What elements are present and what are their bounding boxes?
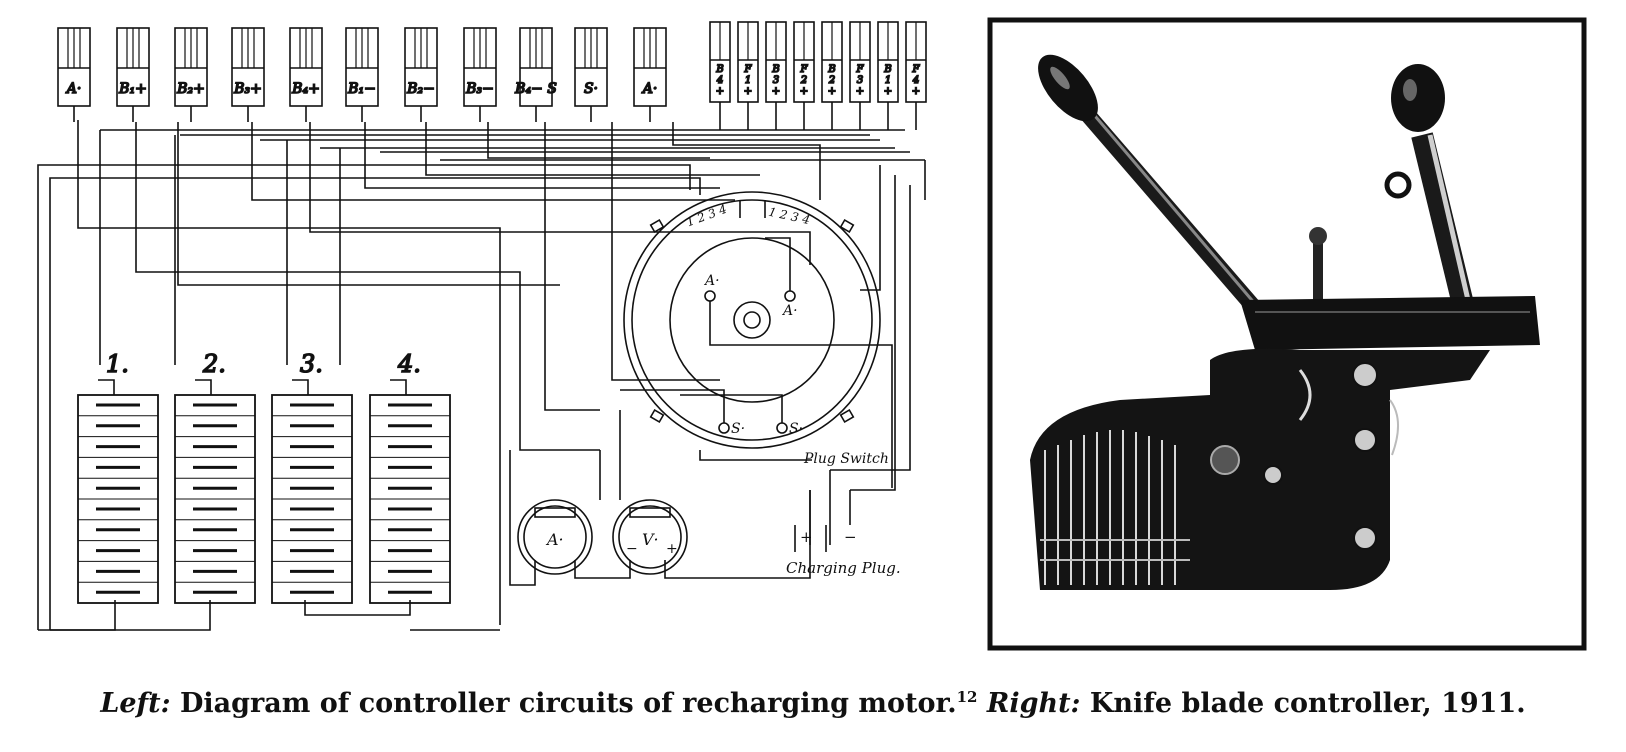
battery-2: 2. — [174, 349, 256, 604]
battery-1: 1. — [77, 349, 159, 604]
narrow-terminal: B1+ — [877, 21, 899, 130]
meters — [509, 410, 811, 586]
narrow-terminal-label: B — [827, 64, 835, 75]
narrow-terminal: F4+ — [905, 21, 927, 130]
battery-label: 1. — [106, 350, 129, 378]
narrow-terminal-label: + — [884, 86, 892, 97]
voltmeter-minus: − — [626, 541, 638, 557]
battery-label: 4. — [397, 350, 421, 378]
ammeter-label: A· — [545, 530, 564, 549]
terminal-B1m: B₁− — [345, 27, 379, 122]
terminal-B2p: B₂+ — [174, 27, 208, 122]
knife-blade-controller-drawing — [1030, 54, 1540, 590]
caption-reference: 12 — [956, 688, 978, 706]
terminal-B3m: B₃− — [463, 27, 497, 122]
narrow-terminal-label: + — [772, 86, 780, 97]
armature-right-label: A· — [781, 303, 798, 319]
terminal-A: A· — [57, 27, 91, 122]
terminal-B4m: B₄− S — [513, 27, 558, 122]
terminal-A2: A· — [633, 27, 667, 122]
narrow-terminal: F1+ — [737, 21, 759, 130]
terminal-label: B₄+ — [291, 81, 320, 97]
narrow-terminal-label: + — [828, 86, 836, 97]
terminal-B2m: B₂− — [404, 27, 438, 122]
plug-plus-label: + — [800, 528, 813, 546]
narrow-terminal-label: 1 — [745, 75, 751, 86]
narrow-terminal-label: + — [716, 86, 724, 97]
controller-switch — [620, 191, 893, 488]
figure-caption: Left: Diagram of controller circuits of … — [0, 688, 1626, 719]
bus-wiring — [37, 120, 926, 630]
battery-4: 4. — [369, 349, 451, 604]
narrow-terminal-label: 2 — [828, 75, 835, 86]
terminal-label: B₂− — [406, 81, 435, 97]
narrow-terminal-label: 3 — [773, 75, 779, 86]
narrow-terminal-label: 1 — [885, 75, 891, 86]
voltmeter-label: V· — [642, 530, 659, 549]
narrow-terminal-label: F — [856, 64, 865, 75]
controller-photo — [987, 17, 1587, 651]
narrow-terminal-label: B — [771, 64, 779, 75]
narrow-terminal-label: B — [883, 64, 891, 75]
battery-label: 3. — [300, 350, 323, 378]
narrow-terminal: B3+ — [765, 21, 787, 130]
narrow-terminal-label: + — [744, 86, 752, 97]
terminal-label: B₂+ — [176, 81, 205, 97]
narrow-terminal-label: + — [856, 86, 864, 97]
narrow-terminal-label: 4 — [912, 75, 919, 86]
terminal-S: S· — [574, 27, 608, 122]
caption-right-text: Knife blade controller, 1911. — [1080, 688, 1526, 719]
charging-plug-label: Charging Plug. — [786, 559, 901, 577]
switch-right-numbers: 1 2 3 4 — [767, 205, 811, 227]
terminal-B4p: B₄+ — [289, 27, 323, 122]
narrow-terminal-label: 3 — [857, 75, 863, 86]
terminal-label: A· — [641, 81, 658, 97]
narrow-terminal-label: B — [715, 64, 723, 75]
charging-plug — [794, 470, 851, 552]
field-left-label: S· — [731, 421, 745, 437]
narrow-terminal-label: F — [744, 64, 753, 75]
narrow-terminal: F2+ — [793, 21, 815, 130]
narrow-terminal: B2+ — [821, 21, 843, 130]
battery-return-wiring — [38, 600, 500, 631]
terminal-B3p: B₃+ — [231, 27, 265, 122]
battery-3: 3. — [271, 349, 353, 604]
terminal-B1p: B₁+ — [116, 27, 150, 122]
terminal-label: S· — [584, 81, 598, 97]
battery-label: 2. — [202, 350, 226, 378]
narrow-terminal-label: F — [800, 64, 809, 75]
narrow-terminal-label: 2 — [800, 75, 807, 86]
narrow-terminal: F3+ — [849, 21, 871, 130]
diagram-text: 1 2 3 4 1 2 3 4 A· A· S· S· A· V· − + Pl… — [545, 202, 901, 577]
caption-left-text: Diagram of controller circuits of rechar… — [170, 688, 957, 719]
voltmeter-plus: + — [666, 541, 678, 557]
narrow-terminal-label: + — [912, 86, 920, 97]
field-right-label: S· — [789, 421, 803, 437]
terminal-label: B₄− S — [514, 81, 557, 97]
armature-left-label: A· — [703, 273, 720, 289]
plug-minus-label: − — [844, 528, 857, 546]
narrow-terminal: B4+ — [709, 21, 731, 130]
terminal-label: B₁− — [347, 81, 376, 97]
caption-left-label: Left: — [100, 688, 171, 719]
narrow-terminal-label: 4 — [716, 75, 723, 86]
narrow-terminal-label: F — [912, 64, 921, 75]
terminal-label: B₃− — [465, 81, 494, 97]
terminal-label: B₁+ — [118, 81, 147, 97]
terminal-label: B₃+ — [233, 81, 262, 97]
caption-right-label: Right: — [977, 688, 1081, 719]
switch-left-numbers: 1 2 3 4 — [684, 202, 728, 230]
narrow-terminal-label: + — [800, 86, 808, 97]
terminal-label: A· — [65, 81, 82, 97]
plug-switch-label: Plug Switch — [803, 451, 889, 467]
